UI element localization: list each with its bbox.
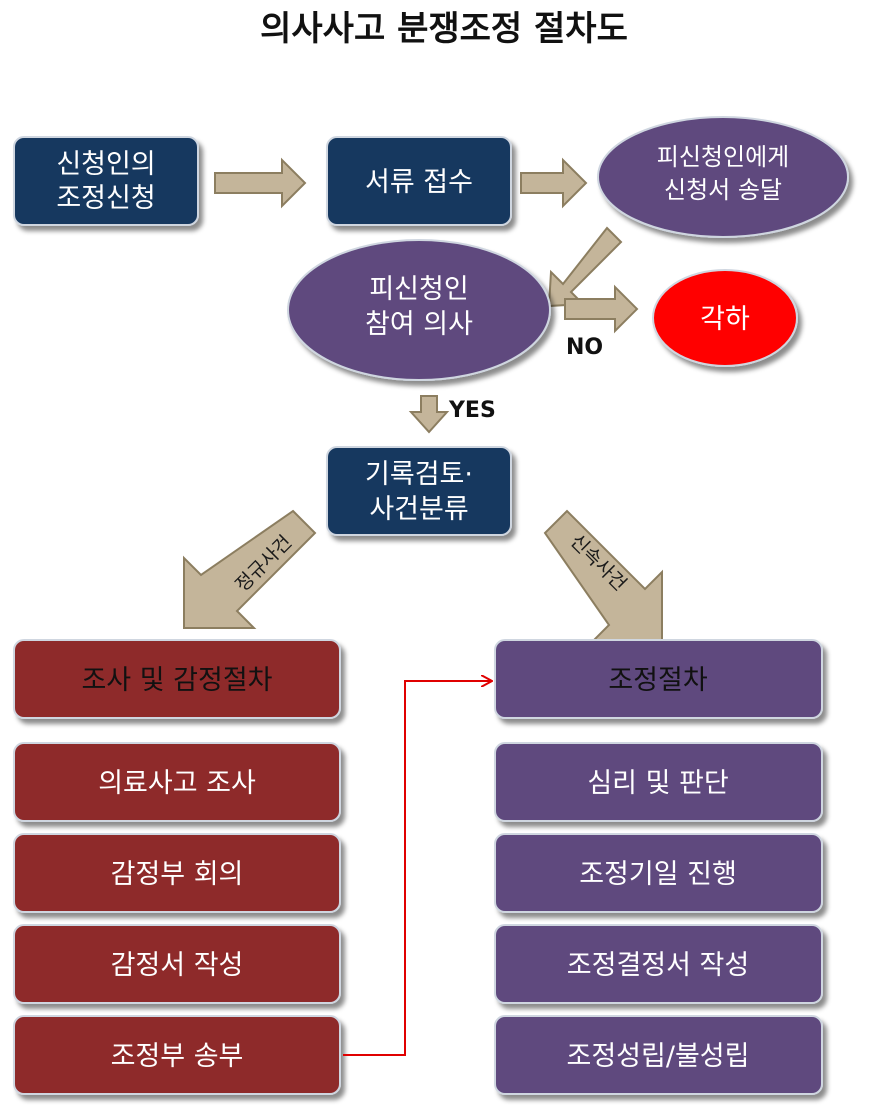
arrow-branch-general [183,509,317,629]
respondent-intent-ellipse: 피신청인 참여 의사 [287,239,551,381]
right-step-2-box: 조정기일 진행 [494,833,823,913]
right-step-4-label: 조정성립/불성립 [567,1041,750,1072]
left-step-1-box: 의료사고 조사 [13,742,341,822]
right-step-4-box: 조정성립/불성립 [494,1015,823,1095]
left-step-4-box: 조정부 송부 [13,1015,341,1095]
investigation-header-box: 조사 및 감정절차 [13,639,341,719]
document-receipt-box: 서류 접수 [326,136,512,226]
delivery-line1: 피신청인에게 [657,143,789,171]
left-step-2-box: 감정부 회의 [13,833,341,913]
right-step-3-label: 조정결정서 작성 [567,950,749,981]
record-review-box: 기록검토· 사건분류 [326,446,512,536]
mediation-header-label: 조정절차 [608,665,708,696]
no-label: NO [566,335,603,360]
right-step-1-label: 심리 및 판단 [587,768,728,799]
applicant-request-box: 신청인의 조정신청 [13,136,199,226]
left-step-4-label: 조정부 송부 [111,1041,244,1072]
right-step-1-box: 심리 및 판단 [494,742,823,822]
right-step-3-box: 조정결정서 작성 [494,924,823,1004]
dismissal-ellipse: 각하 [652,269,798,367]
respondent-intent-line2: 참여 의사 [365,309,473,340]
left-step-3-box: 감정서 작성 [13,924,341,1004]
arrow-down-yes [408,395,450,434]
respondent-intent-line1: 피신청인 [369,274,468,305]
arrow-diagonal-down-left [547,226,623,308]
delivery-to-respondent-ellipse: 피신청인에게 신청서 송달 [597,116,849,238]
left-step-1-label: 의료사고 조사 [98,768,256,799]
applicant-request-line2: 조정신청 [56,183,155,214]
diagram-title: 의사사고 분쟁조정 절차도 [260,9,628,49]
delivery-line2: 신청서 송달 [664,176,782,204]
arrow-branch-expedited [543,509,663,643]
left-step-2-label: 감정부 회의 [111,859,244,890]
connector-line [343,681,491,1056]
dismissal-label: 각하 [700,304,750,335]
arrow-right-no [564,284,639,334]
document-receipt-label: 서류 접수 [365,167,473,198]
right-step-2-label: 조정기일 진행 [579,859,737,890]
mediation-header-box: 조정절차 [494,639,823,719]
yes-label: YES [448,398,496,423]
arrow-right-2 [520,157,588,209]
record-review-line1: 기록검토· [365,459,473,490]
arrow-right-1 [214,157,307,209]
investigation-header-label: 조사 및 감정절차 [81,665,272,696]
applicant-request-line1: 신청인의 [56,149,155,180]
record-review-line2: 사건분류 [369,494,468,525]
left-step-3-label: 감정서 작성 [111,950,244,981]
